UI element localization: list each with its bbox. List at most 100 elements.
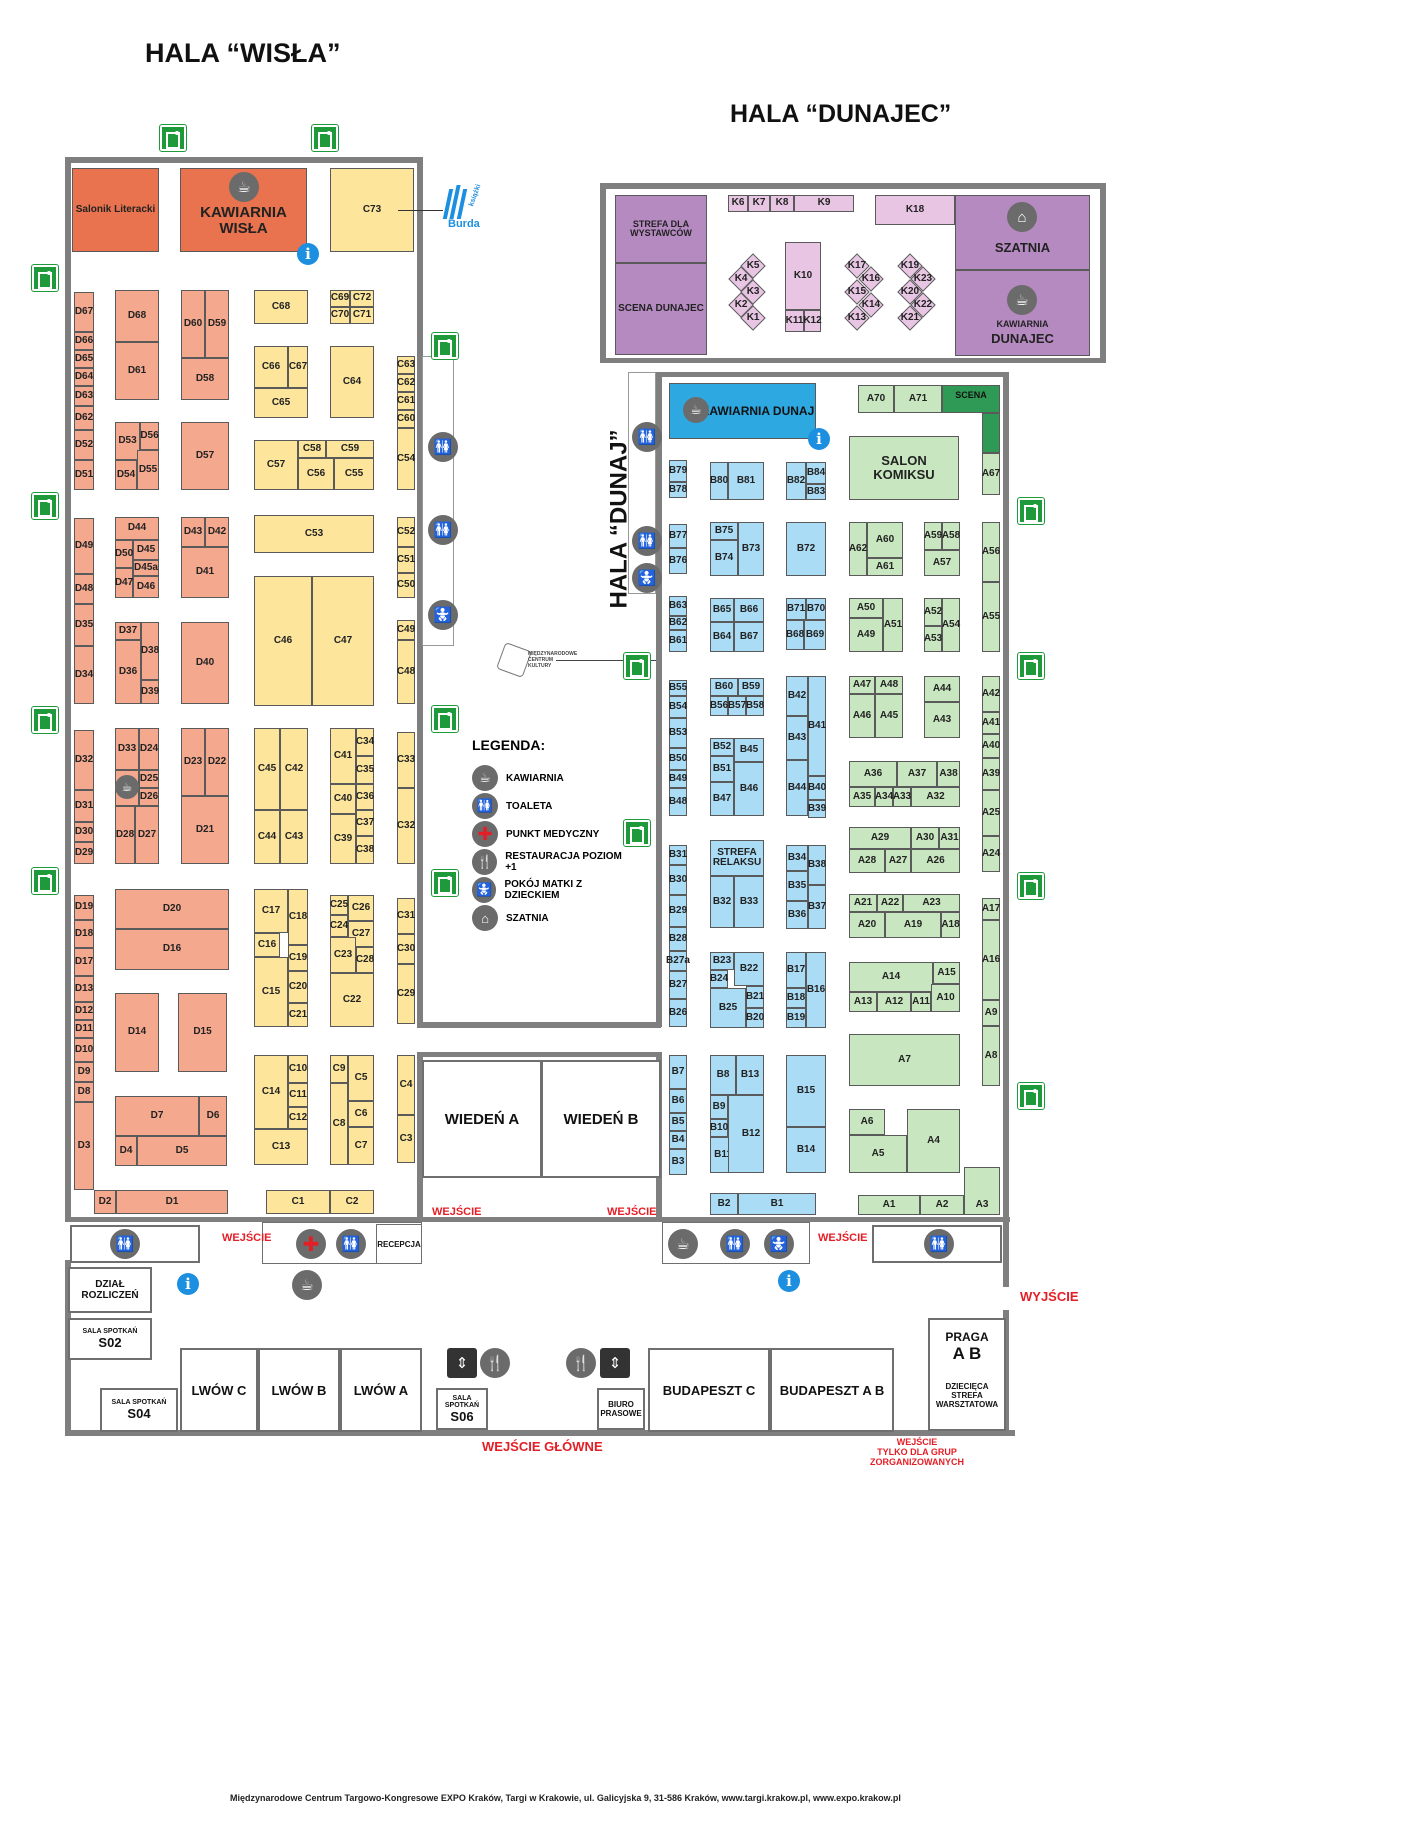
- booth-a25[interactable]: A25: [982, 790, 1000, 836]
- booth-b15[interactable]: B15: [786, 1055, 826, 1127]
- booth-b37[interactable]: B37: [808, 885, 826, 929]
- booth-d64[interactable]: D64: [74, 368, 94, 386]
- booth-c65[interactable]: C65: [254, 388, 308, 418]
- booth-d50[interactable]: D50: [115, 540, 133, 568]
- booth-b51[interactable]: B51: [710, 756, 734, 782]
- booth-c56[interactable]: C56: [298, 458, 334, 490]
- booth-d68[interactable]: D68: [115, 290, 159, 342]
- booth-c42[interactable]: C42: [280, 728, 308, 810]
- booth-a45[interactable]: A45: [875, 694, 903, 738]
- booth-d58[interactable]: D58: [181, 358, 229, 400]
- wieden-b[interactable]: WIEDEŃ B: [541, 1060, 661, 1178]
- booth-d4[interactable]: D4: [115, 1136, 137, 1166]
- booth-d25[interactable]: D25: [139, 770, 159, 788]
- booth-b40[interactable]: B40: [808, 776, 826, 800]
- booth-c33[interactable]: C33: [397, 732, 415, 788]
- booth-b56[interactable]: B56: [710, 696, 728, 716]
- booth-k12[interactable]: K12: [803, 310, 822, 332]
- booth-d52[interactable]: D52: [74, 430, 94, 460]
- booth-d60[interactable]: D60: [181, 290, 205, 358]
- booth-c16[interactable]: C16: [254, 933, 280, 957]
- booth-d49[interactable]: D49: [74, 518, 94, 574]
- booth-c72[interactable]: C72: [350, 290, 374, 307]
- booth-d13[interactable]: D13: [74, 976, 94, 1002]
- booth-b31[interactable]: B31: [669, 845, 687, 865]
- booth-a53[interactable]: A53: [924, 626, 942, 652]
- booth-b53[interactable]: B53: [669, 718, 687, 748]
- booth-b52[interactable]: B52: [710, 738, 734, 756]
- booth-a67[interactable]: A67: [982, 453, 1000, 495]
- booth-d20[interactable]: D20: [115, 889, 229, 929]
- booth-c40[interactable]: C40: [330, 784, 356, 814]
- booth-c48[interactable]: C48: [397, 640, 415, 704]
- booth-d44[interactable]: D44: [115, 517, 159, 540]
- booth-b4[interactable]: B4: [669, 1131, 687, 1149]
- booth-a50[interactable]: A50: [849, 598, 883, 618]
- booth-a36[interactable]: A36: [849, 761, 897, 787]
- booth-d42[interactable]: D42: [205, 517, 229, 547]
- booth-b10[interactable]: B10: [710, 1119, 728, 1137]
- strefa-dla-wystawcow[interactable]: STREFA DLA WYSTAWCÓW: [615, 195, 707, 263]
- booth-a33[interactable]: A33: [893, 787, 911, 807]
- booth-a7[interactable]: A7: [849, 1034, 960, 1086]
- booth-a39[interactable]: A39: [982, 758, 1000, 790]
- booth-c57[interactable]: C57: [254, 440, 298, 490]
- booth-b74[interactable]: B74: [710, 540, 738, 576]
- booth-b64[interactable]: B64: [710, 622, 734, 652]
- booth-c37[interactable]: C37: [356, 810, 374, 836]
- booth-c41[interactable]: C41: [330, 728, 356, 784]
- booth-d66[interactable]: D66: [74, 332, 94, 350]
- booth-c20[interactable]: C20: [288, 971, 308, 1003]
- booth-b20[interactable]: B20: [746, 1008, 764, 1028]
- booth-b2[interactable]: B2: [710, 1193, 738, 1215]
- booth-b16[interactable]: B16: [806, 952, 826, 1028]
- booth-b5[interactable]: B5: [669, 1113, 687, 1131]
- booth-a31[interactable]: A31: [939, 827, 960, 849]
- booth-d65[interactable]: D65: [74, 350, 94, 368]
- booth-c66[interactable]: C66: [254, 346, 288, 388]
- booth-a59[interactable]: A59: [924, 522, 942, 550]
- booth-c63[interactable]: C63: [397, 356, 415, 374]
- booth-c44[interactable]: C44: [254, 810, 280, 864]
- kawiarnia-wisla[interactable]: KAWIARNIA WISŁA: [180, 168, 307, 252]
- kawiarnia-dunajec[interactable]: KAWIARNIA DUNAJEC: [955, 270, 1090, 356]
- booth-b26[interactable]: B26: [669, 999, 687, 1027]
- booth-c60[interactable]: C60: [397, 410, 415, 428]
- booth-b19[interactable]: B19: [786, 1008, 806, 1028]
- booth-a58[interactable]: A58: [942, 522, 960, 550]
- booth-a34[interactable]: A34: [875, 787, 893, 807]
- booth-b9[interactable]: B9: [710, 1095, 728, 1119]
- booth-a37[interactable]: A37: [897, 761, 937, 787]
- booth-c67[interactable]: C67: [288, 346, 308, 388]
- booth-c45[interactable]: C45: [254, 728, 280, 810]
- booth-a8[interactable]: A8: [982, 1026, 1000, 1086]
- booth-b54[interactable]: B54: [669, 696, 687, 718]
- booth-c61[interactable]: C61: [397, 392, 415, 410]
- booth-b57[interactable]: B57: [728, 696, 746, 716]
- booth-d18[interactable]: D18: [74, 920, 94, 948]
- booth-c32[interactable]: C32: [397, 788, 415, 864]
- booth-c53[interactable]: C53: [254, 515, 374, 553]
- booth-a3[interactable]: A3: [964, 1167, 1000, 1215]
- budapeszt-ab[interactable]: BUDAPESZT A B: [770, 1348, 894, 1432]
- booth-a26[interactable]: A26: [911, 849, 960, 873]
- booth-b84[interactable]: B84: [806, 462, 826, 484]
- booth-d43[interactable]: D43: [181, 517, 205, 547]
- booth-c11[interactable]: C11: [288, 1083, 308, 1107]
- booth-d34[interactable]: D34: [74, 646, 94, 704]
- booth-c19[interactable]: C19: [288, 945, 308, 971]
- booth-a57[interactable]: A57: [924, 550, 960, 576]
- booth-c31[interactable]: C31: [397, 898, 415, 934]
- booth-k18[interactable]: K18: [875, 195, 955, 225]
- booth-a61[interactable]: A61: [867, 558, 903, 576]
- booth-b71[interactable]: B71: [786, 598, 806, 620]
- booth-k10[interactable]: K10: [785, 242, 821, 310]
- booth-c39[interactable]: C39: [330, 814, 356, 864]
- booth-a24[interactable]: A24: [982, 836, 1000, 872]
- booth-b3[interactable]: B3: [669, 1149, 687, 1175]
- booth-b8[interactable]: B8: [710, 1055, 736, 1095]
- booth-k7[interactable]: K7: [748, 195, 770, 212]
- booth-b42[interactable]: B42: [786, 676, 808, 716]
- booth-c23[interactable]: C23: [330, 937, 356, 973]
- booth-c55[interactable]: C55: [334, 458, 374, 490]
